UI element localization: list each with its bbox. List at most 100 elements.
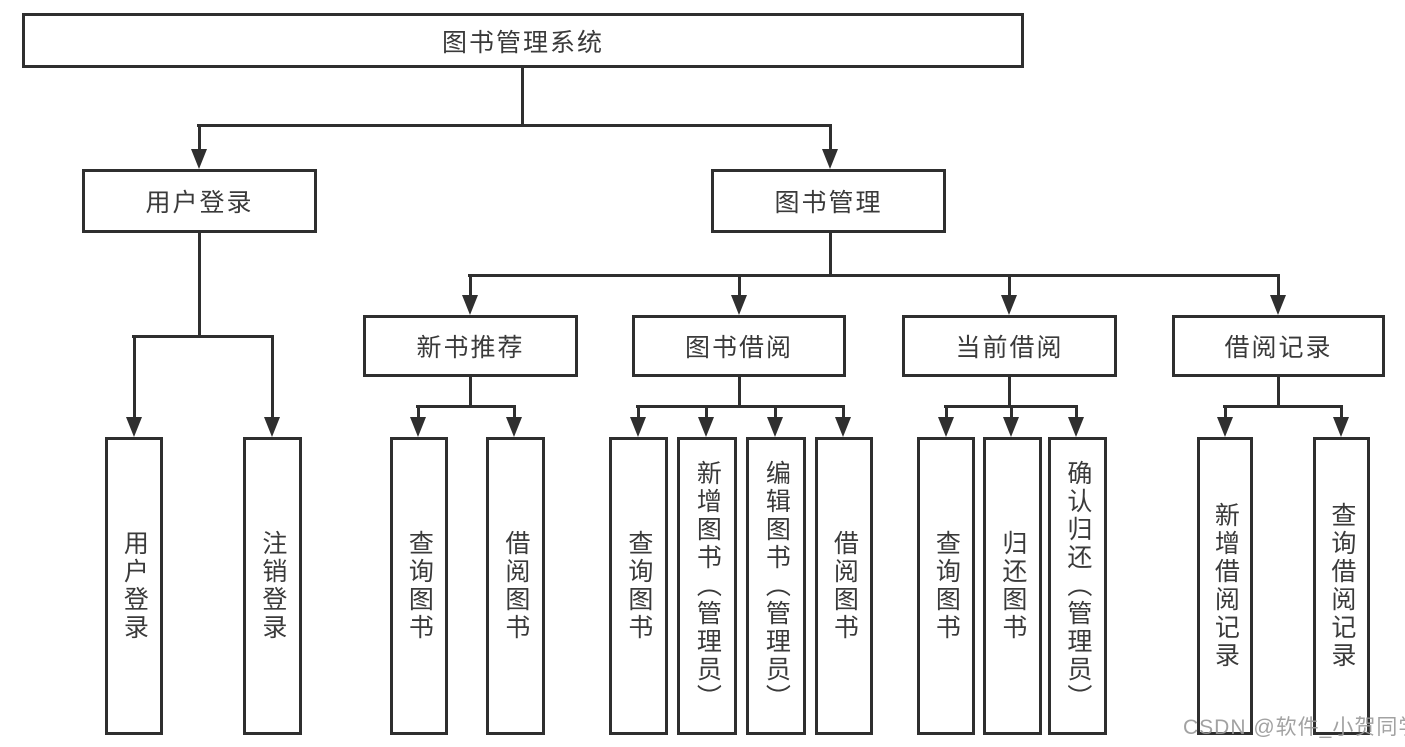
connector-arrow [264, 338, 280, 437]
arrow-head-icon [264, 417, 280, 437]
connector-arrow [938, 408, 954, 437]
node-label: 借阅图书 [830, 530, 859, 642]
connector-arrow [410, 408, 426, 437]
node-label: 归还图书 [998, 530, 1027, 642]
connector-arrow [191, 126, 207, 169]
node-current-borrowing: 当前借阅 [902, 315, 1117, 377]
arrow-head-icon [126, 417, 142, 437]
connector-line [738, 377, 741, 408]
node-library-management-system: 图书管理系统 [22, 13, 1024, 68]
connector-line [197, 124, 832, 127]
connector-line [469, 377, 472, 408]
leaf-edit-books-admin: 编辑图书（管理员） [746, 437, 806, 735]
node-label: 查询图书 [624, 530, 653, 642]
connector-arrow [731, 277, 747, 315]
node-label: 借阅记录 [1224, 334, 1333, 362]
arrow-head-icon [1003, 417, 1019, 437]
arrow-stem [1339, 408, 1343, 425]
connector-line [636, 405, 845, 408]
node-label: 图书管理系统 [441, 28, 604, 57]
node-label: 用户登录 [120, 530, 149, 642]
leaf-add-books-admin: 新增图书（管理员） [677, 437, 737, 735]
node-label: 图书管理 [774, 189, 883, 217]
node-label: 确认归还（管理员） [1063, 460, 1092, 712]
arrow-head-icon [731, 295, 747, 315]
arrow-head-icon [1217, 417, 1233, 437]
arrow-stem [512, 408, 516, 425]
leaf-query-books-recommend: 查询图书 [390, 437, 448, 735]
arrow-head-icon [506, 417, 522, 437]
arrow-head-icon [1001, 295, 1017, 315]
arrow-stem [270, 338, 274, 425]
connector-arrow [126, 338, 142, 437]
leaf-query-books-current: 查询图书 [917, 437, 975, 735]
connector-line [132, 335, 274, 338]
leaf-add-borrowing-record: 新增借阅记录 [1197, 437, 1253, 735]
connector-arrow [1003, 408, 1019, 437]
arrow-stem [1009, 408, 1013, 425]
connector-line [944, 405, 1078, 408]
leaf-query-books-borrowing: 查询图书 [609, 437, 668, 735]
arrow-head-icon [767, 417, 783, 437]
connector-line [521, 68, 524, 127]
arrow-stem [1276, 277, 1280, 303]
arrow-head-icon [1270, 295, 1286, 315]
arrow-stem [704, 408, 708, 425]
node-label: 编辑图书（管理员） [762, 460, 791, 712]
connector-line [468, 274, 1280, 277]
node-label: 注销登录 [258, 530, 287, 642]
arrow-stem [1074, 408, 1078, 425]
node-label: 新书推荐 [416, 334, 525, 362]
connector-arrow [1001, 277, 1017, 315]
connector-line [1008, 377, 1011, 408]
connector-line [416, 405, 516, 408]
csdn-watermark: CSDN @软件_小贺同学 [1183, 716, 1405, 739]
arrow-head-icon [698, 417, 714, 437]
node-borrowing-records: 借阅记录 [1172, 315, 1385, 377]
arrow-stem [636, 408, 640, 425]
arrow-stem [944, 408, 948, 425]
connector-arrow [1270, 277, 1286, 315]
node-label: 当前借阅 [955, 334, 1064, 362]
connector-arrow [767, 408, 783, 437]
arrow-head-icon [630, 417, 646, 437]
connector-arrow [835, 408, 851, 437]
leaf-borrow-books-recommend: 借阅图书 [486, 437, 545, 735]
leaf-user-login: 用户登录 [105, 437, 163, 735]
node-label: 借阅图书 [501, 530, 530, 642]
connector-line [829, 233, 832, 277]
arrow-stem [737, 277, 741, 303]
node-label: 用户登录 [145, 189, 254, 217]
connector-arrow [506, 408, 522, 437]
node-label: 查询图书 [932, 530, 961, 642]
leaf-confirm-return-admin: 确认归还（管理员） [1048, 437, 1107, 735]
arrow-stem [468, 277, 472, 303]
connector-arrow [462, 277, 478, 315]
node-label: 新增借阅记录 [1211, 502, 1240, 670]
arrow-stem [1223, 408, 1227, 425]
leaf-borrow-books: 借阅图书 [815, 437, 873, 735]
connector-arrow [1217, 408, 1233, 437]
connector-arrow [822, 126, 838, 169]
arrow-stem [841, 408, 845, 425]
arrow-head-icon [410, 417, 426, 437]
node-book-management: 图书管理 [711, 169, 946, 233]
node-label: 图书借阅 [684, 334, 793, 362]
node-label: 新增图书（管理员） [693, 460, 722, 712]
node-book-borrowing: 图书借阅 [632, 315, 846, 377]
connector-arrow [1068, 408, 1084, 437]
connector-line [198, 233, 201, 338]
leaf-logout: 注销登录 [243, 437, 302, 735]
arrow-head-icon [822, 149, 838, 169]
leaf-query-borrowing-record: 查询借阅记录 [1313, 437, 1370, 735]
connector-line [1223, 405, 1343, 408]
arrow-head-icon [835, 417, 851, 437]
node-new-book-recommend: 新书推荐 [363, 315, 578, 377]
arrow-stem [197, 126, 201, 157]
connector-arrow [698, 408, 714, 437]
arrow-head-icon [191, 149, 207, 169]
arrow-head-icon [462, 295, 478, 315]
connector-arrow [630, 408, 646, 437]
node-user-login: 用户登录 [82, 169, 317, 233]
